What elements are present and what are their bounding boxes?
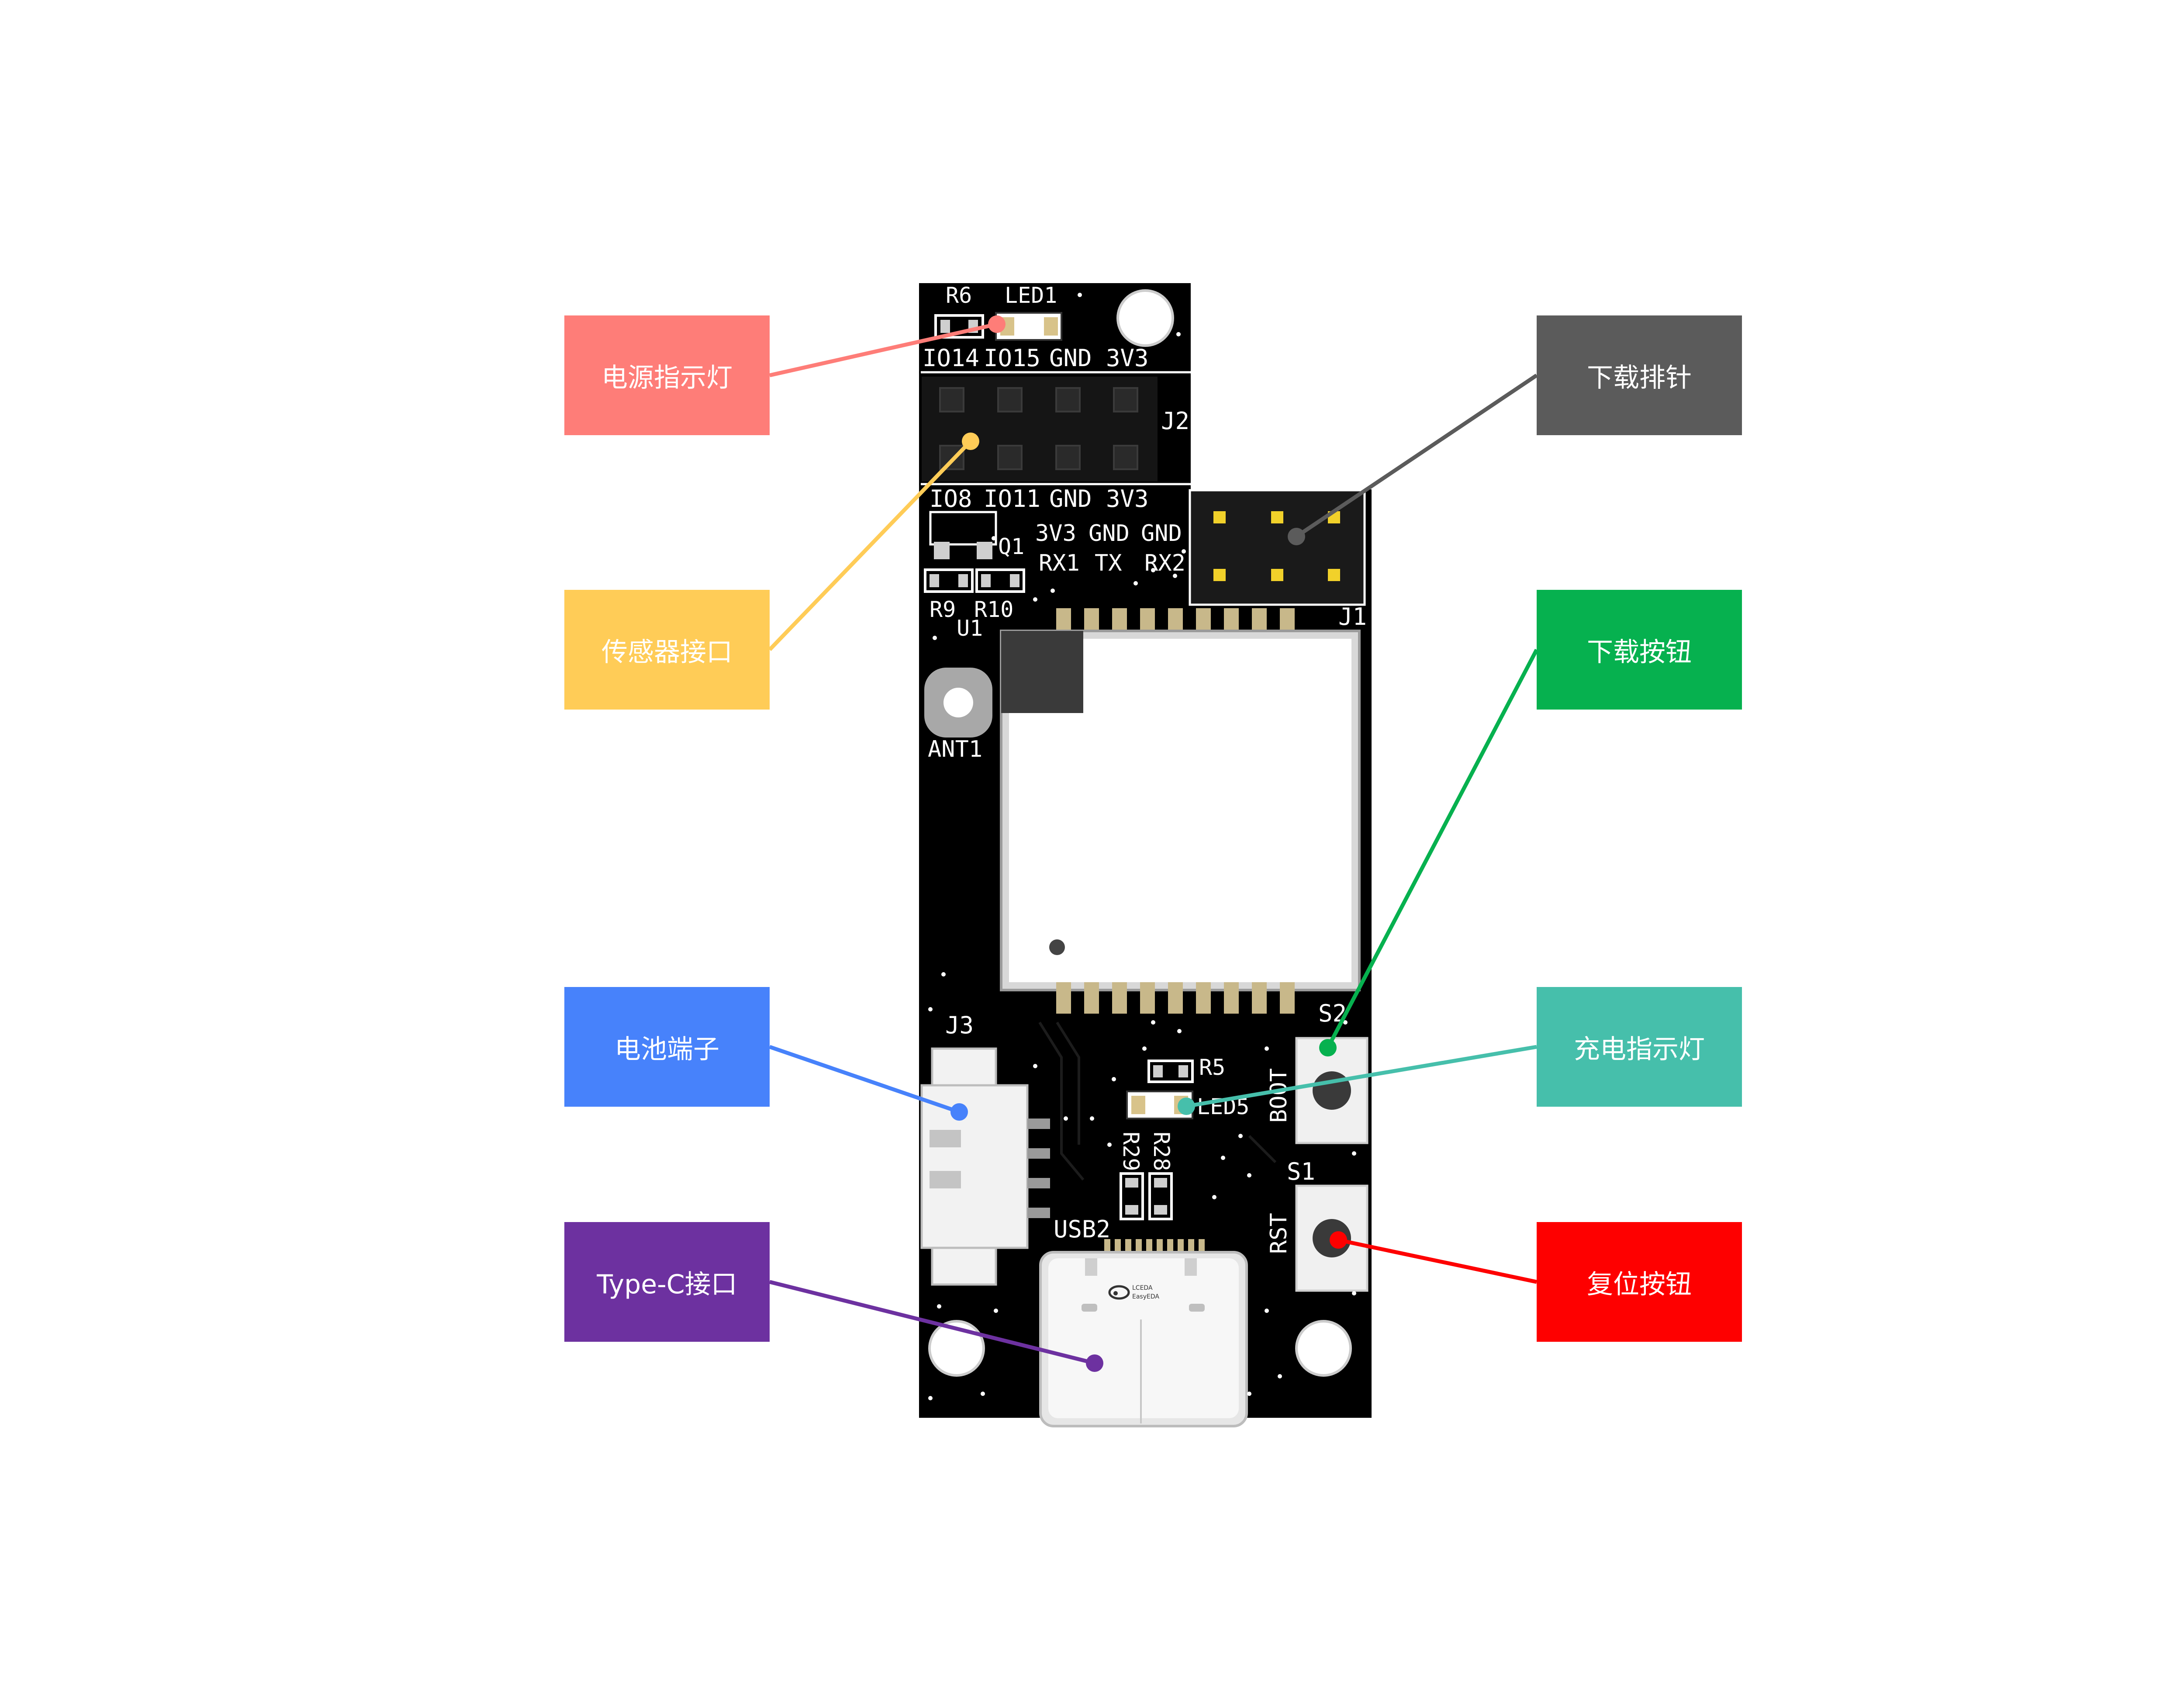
label-r28: R28	[1149, 1132, 1174, 1171]
j2-top-pin-1: IO14	[923, 344, 979, 372]
label-ant1: ANT1	[928, 736, 982, 762]
boot-button-cap[interactable]	[1313, 1071, 1351, 1110]
leader-reset-button	[1338, 1238, 1537, 1284]
mounting-hole-top	[1116, 289, 1174, 347]
j2-bottom-pin-2: IO11	[984, 485, 1040, 513]
battery-connector-j3	[920, 1084, 1029, 1249]
resistor-r5	[1147, 1060, 1194, 1083]
j2-bottom-pin-4: 3V3	[1106, 485, 1149, 513]
callout-type-c-port-label: Type-C接口	[597, 1269, 737, 1300]
j1-row2-pin-1: RX1	[1039, 550, 1080, 576]
leader-download-button	[1326, 648, 1538, 1049]
module-antenna-cutout	[1001, 631, 1083, 713]
j2-bottom-pin-1: IO8	[930, 485, 972, 513]
transistor-q1	[929, 511, 997, 546]
label-j1: J1	[1338, 603, 1367, 630]
module-bottom-pads	[1056, 982, 1295, 1014]
callout-charge-led: 充电指示灯	[1537, 987, 1742, 1107]
label-j2: J2	[1161, 407, 1189, 435]
callout-power-led: 电源指示灯	[564, 315, 770, 435]
dot-download-button	[1319, 1039, 1337, 1056]
label-r6: R6	[946, 283, 972, 308]
logo-text-line1: LCEDA	[1132, 1285, 1153, 1292]
resistor-r29	[1120, 1172, 1144, 1220]
leader-power-led	[769, 322, 997, 377]
callout-download-button-label: 下载按钮	[1587, 637, 1692, 668]
label-boot: BOOT	[1266, 1068, 1292, 1123]
label-q1: Q1	[998, 534, 1024, 559]
leader-charge-led	[1186, 1045, 1537, 1108]
j1-row2-pin-2: TX	[1095, 550, 1122, 576]
dot-sensor-port	[962, 433, 979, 450]
leader-download-header	[1295, 374, 1538, 538]
cloud-logo-icon	[1108, 1285, 1130, 1300]
callout-reset-button-label: 复位按钮	[1587, 1269, 1692, 1300]
callout-charge-led-label: 充电指示灯	[1574, 1034, 1705, 1065]
callout-power-led-label: 电源指示灯	[601, 362, 733, 393]
label-r5: R5	[1199, 1055, 1225, 1080]
j1-row1-pin-2: GND	[1089, 520, 1130, 547]
j2-top-pin-2: IO15	[984, 344, 1040, 372]
j2-top-pin-3: GND	[1049, 344, 1092, 372]
j2-bottom-pin-3: GND	[1049, 485, 1092, 513]
j2-pads	[939, 387, 1138, 470]
dot-battery	[950, 1103, 968, 1121]
leader-sensor-port	[768, 440, 972, 651]
dot-download-header	[1288, 528, 1305, 545]
label-r10: R10	[974, 597, 1013, 622]
j2-top-pin-4: 3V3	[1106, 344, 1149, 372]
label-u1: U1	[957, 616, 983, 641]
mounting-hole-bottom-left	[928, 1320, 985, 1377]
j1-row1-pin-3: GND	[1141, 520, 1182, 547]
leader-endpoints	[950, 315, 1347, 1372]
callout-download-button: 下载按钮	[1537, 590, 1742, 710]
label-r9: R9	[930, 597, 956, 622]
label-usb2: USB2	[1054, 1216, 1110, 1243]
callout-download-header-label: 下载排针	[1587, 362, 1692, 393]
j1-pins	[1213, 511, 1340, 581]
j1-row2-pin-3: RX2	[1144, 550, 1185, 576]
label-r29: R29	[1118, 1132, 1144, 1171]
module-pin1-dot	[1049, 939, 1065, 955]
label-led1: LED1	[1005, 283, 1057, 308]
label-j3: J3	[945, 1011, 974, 1039]
logo-text-line2: EasyEDA	[1132, 1293, 1159, 1300]
leader-lines	[768, 322, 1538, 1365]
dot-reset-button	[1330, 1231, 1347, 1249]
label-rst: RST	[1266, 1213, 1292, 1254]
callout-download-header: 下载排针	[1537, 315, 1742, 435]
j1-row1-pin-1: 3V3	[1035, 520, 1076, 547]
callout-reset-button: 复位按钮	[1537, 1222, 1742, 1342]
resistor-r10	[975, 568, 1025, 593]
label-s1: S1	[1287, 1158, 1315, 1185]
dot-type-c	[1086, 1354, 1103, 1372]
mounting-hole-bottom-right	[1295, 1320, 1352, 1377]
dot-power-led	[988, 315, 1006, 333]
callout-sensor-port-label: 传感器接口	[601, 637, 733, 668]
pcb-traces	[1038, 1022, 1277, 1181]
resistor-r28	[1148, 1172, 1173, 1220]
vias	[928, 293, 1356, 1400]
callout-battery-terminal-label: 电池端子	[615, 1034, 719, 1065]
leader-battery	[769, 1045, 960, 1114]
dot-charge-led	[1178, 1098, 1195, 1115]
resistor-r9	[924, 568, 974, 593]
callout-type-c-port: Type-C接口	[564, 1222, 770, 1342]
leader-type-c	[769, 1280, 1095, 1365]
callout-battery-terminal: 电池端子	[564, 987, 770, 1107]
callout-sensor-port: 传感器接口	[564, 590, 770, 710]
